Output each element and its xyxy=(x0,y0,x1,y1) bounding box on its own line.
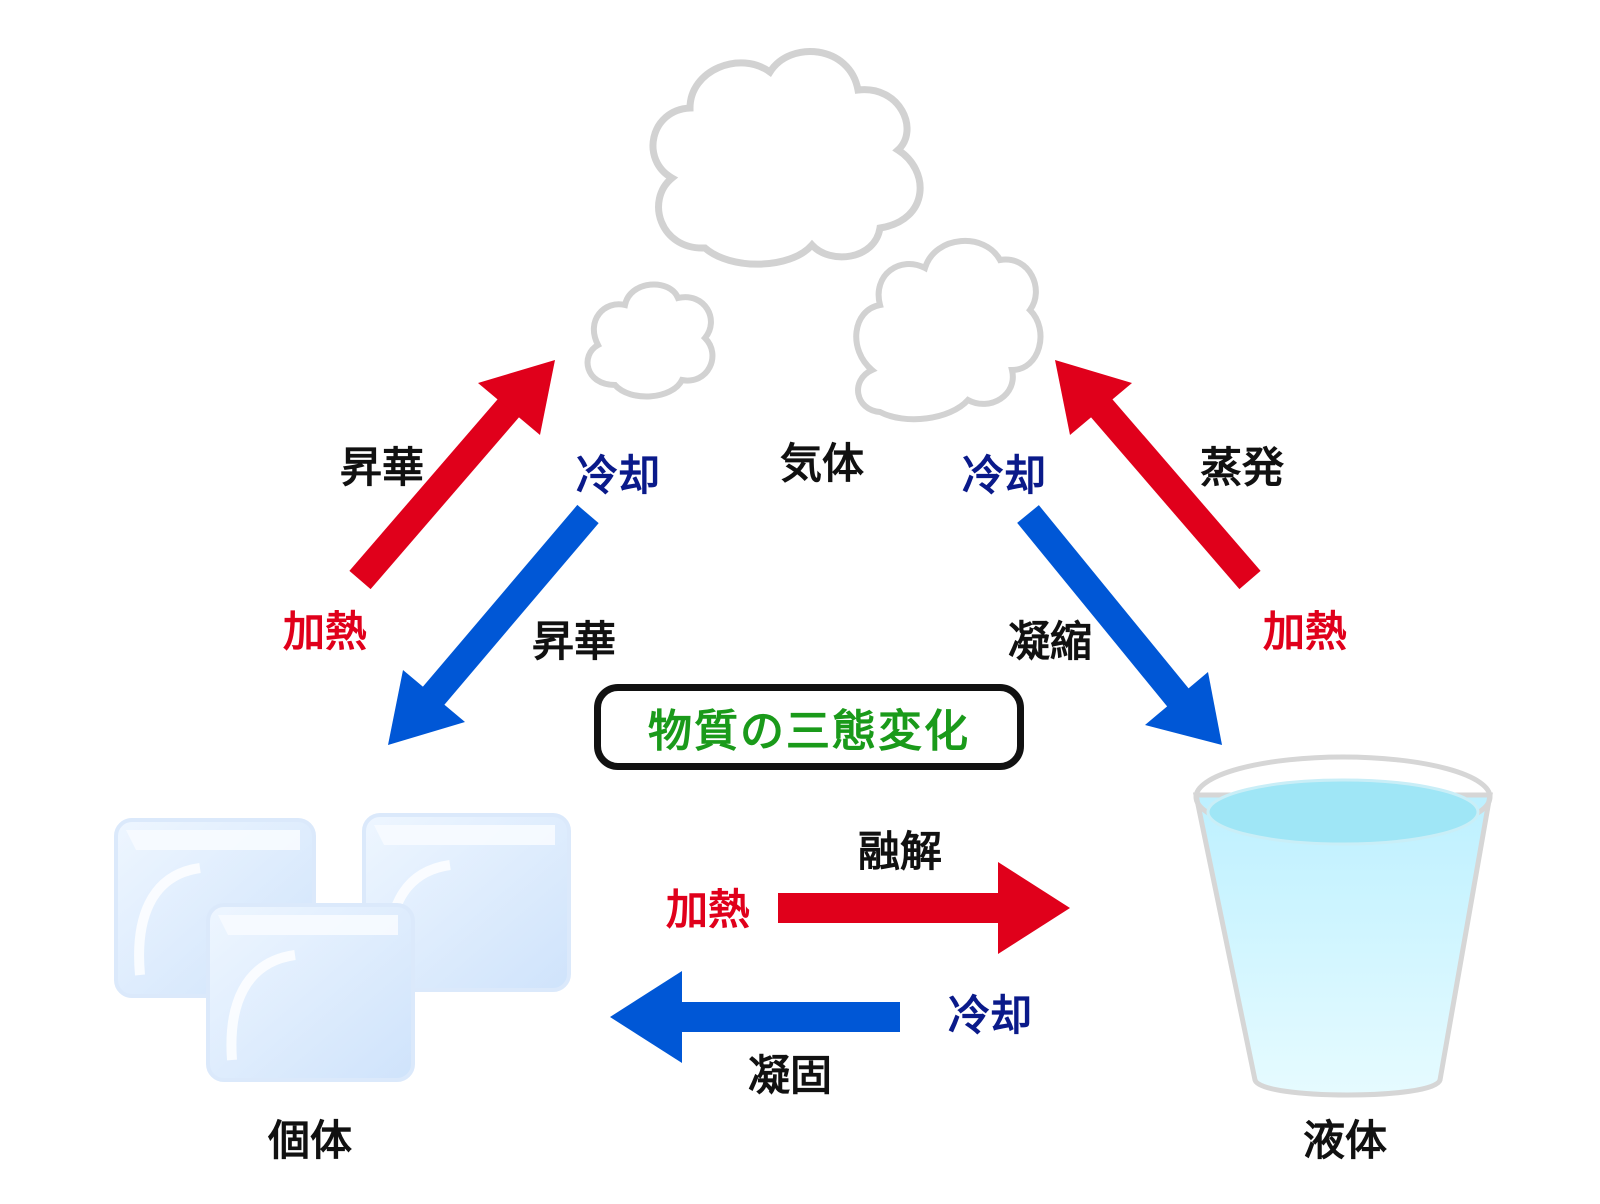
arrow-liquid-to-gas xyxy=(1055,360,1261,590)
arrow-gas-to-liquid xyxy=(1017,505,1222,745)
cloud-icon xyxy=(853,237,1044,423)
action-cool-freezing: 冷却 xyxy=(948,991,1032,1040)
arrow-gas-to-solid xyxy=(388,504,599,745)
transition-name-sublimation-up: 昇華 xyxy=(340,443,424,492)
arrow-solid-to-gas xyxy=(349,360,555,590)
transition-name-evaporation: 蒸発 xyxy=(1200,443,1285,492)
arrow-liquid-to-solid xyxy=(610,971,900,1063)
transition-name-sublimation-down: 昇華 xyxy=(532,617,616,666)
transition-name-condensation: 凝縮 xyxy=(1008,617,1092,666)
action-cool-sublimation: 冷却 xyxy=(576,451,660,500)
arrow-solid-to-liquid xyxy=(778,862,1070,954)
state-label-liquid: 液体 xyxy=(1303,1116,1387,1165)
action-heat-evaporation: 加熱 xyxy=(1263,607,1347,656)
transition-name-freezing: 凝固 xyxy=(748,1051,832,1100)
action-cool-condensation: 冷却 xyxy=(962,451,1046,500)
diagram-title: 物質の三態変化 xyxy=(594,684,1024,770)
state-label-solid: 個体 xyxy=(267,1116,352,1165)
state-label-gas: 気体 xyxy=(780,439,864,488)
action-heat-sublimation: 加熱 xyxy=(283,607,367,656)
transition-name-melting: 融解 xyxy=(858,827,942,876)
water-glass-icon xyxy=(1192,754,1493,1098)
action-heat-melting: 加熱 xyxy=(666,885,750,934)
ice-cube-icon xyxy=(206,903,415,1082)
cloud-icon xyxy=(649,47,924,268)
cloud-icon xyxy=(584,281,716,400)
